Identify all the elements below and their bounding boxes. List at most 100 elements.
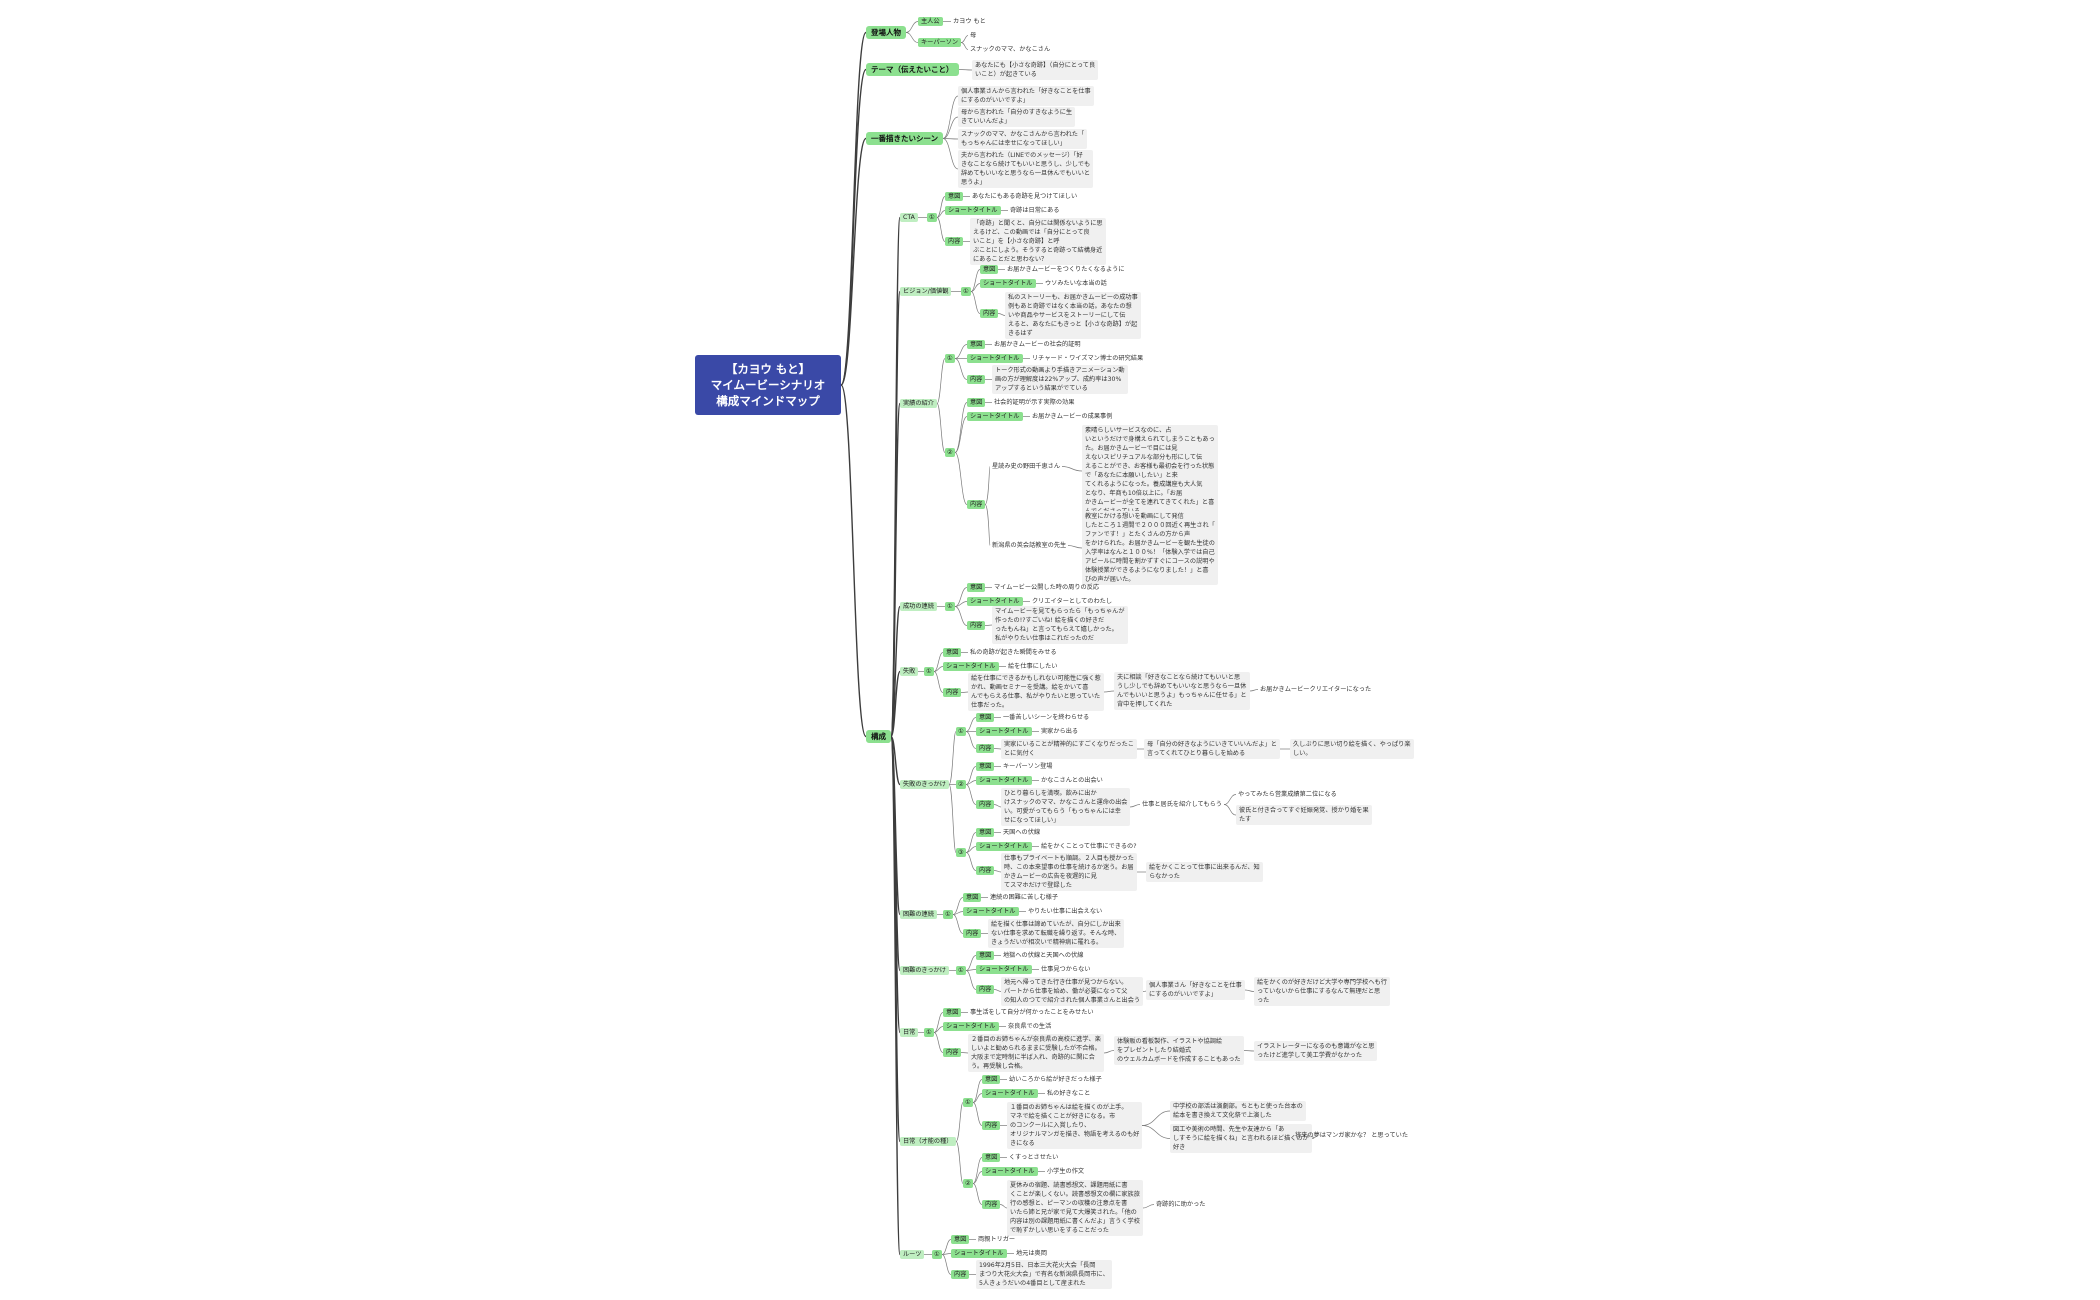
dn-n1-detail-2[interactable]: 図工や美術の時間、先生や友達から「あ しすそうに絵を描くね」と言われるほど描くの… (1170, 1124, 1312, 1153)
hardship-content[interactable]: 絵を描く仕事は諦めていたが、自分にしか出来 ない仕事を求めて転職を繰り返す。そん… (988, 919, 1124, 948)
success-content-label[interactable]: 内容 (967, 621, 986, 630)
success-short-title[interactable]: クリエイターとしてのわたし (1032, 598, 1113, 605)
branch-characters[interactable]: 登場人物 (866, 26, 906, 39)
ft-n1-content-label[interactable]: 内容 (976, 744, 995, 753)
ht-short-title-label[interactable]: ショートタイトル (976, 965, 1032, 974)
hardship-short-title[interactable]: やりたい仕事に出会えない (1028, 908, 1103, 915)
branch-theme[interactable]: テーマ（伝えたいこと） (866, 63, 959, 76)
vision-short-title[interactable]: ウソみたいな本当の話 (1045, 280, 1107, 287)
ft-n3-meaning[interactable]: 天国への伏線 (1003, 829, 1041, 836)
results-n2-num[interactable]: ② (945, 448, 955, 457)
roots-meaning[interactable]: 両親トリガー (978, 1236, 1016, 1243)
results-n1-short-title-label[interactable]: ショートタイトル (967, 354, 1023, 363)
ft-n1-meaning-label[interactable]: 意図 (976, 713, 995, 722)
dn-n1-num[interactable]: ① (963, 1098, 973, 1107)
success-meaning-label[interactable]: 意図 (967, 583, 986, 592)
dn-n1-meaning-label[interactable]: 意図 (982, 1075, 1001, 1084)
results-case1-text[interactable]: 素晴らしいサービスなのに、占 いというだけで身構えられてしまうこともあっ た。お… (1082, 425, 1218, 517)
ft-n2-result-2[interactable]: 彼氏と付き合ってすぐ妊娠発覚、授かり婚を果 たす (1236, 805, 1372, 825)
ht-meaning-label[interactable]: 意図 (976, 951, 995, 960)
results-n2-meaning-label[interactable]: 意図 (967, 398, 986, 407)
failure-result[interactable]: お届かきムービークリエイターになった (1260, 686, 1372, 693)
roots-label[interactable]: ルーツ (900, 1250, 925, 1259)
daily-detail[interactable]: 体験販の看板製作、イラストや協調絵 をプレゼントしたり結婚式 のウェルカムボード… (1114, 1036, 1244, 1065)
protagonist-value[interactable]: カヨウ もと (953, 18, 986, 25)
dn-n2-meaning-label[interactable]: 意図 (982, 1153, 1001, 1162)
branch-structure[interactable]: 構成 (866, 730, 891, 743)
ft-n3-num[interactable]: ③ (956, 848, 966, 857)
vision-meaning[interactable]: お届かきムービーをつくりたくなるように (1007, 266, 1125, 273)
ft-n2-detail[interactable]: 仕事と居氏を紹介してもらう (1142, 801, 1222, 808)
failure-content-label[interactable]: 内容 (943, 688, 962, 697)
daily-label[interactable]: 日常 (900, 1028, 919, 1037)
dn-n2-content[interactable]: 夏休みの宿題、読書感想文、課題用紙に書 くことが楽しくない。読書感想文の欄に家族… (1007, 1180, 1143, 1236)
dn-n2-detail[interactable]: 奇跡的に助かった (1156, 1201, 1206, 1208)
vision-short-title-label[interactable]: ショートタイトル (980, 279, 1036, 288)
dn-n1-result[interactable]: 将来の夢はマンガ家かな？ と思っていた (1295, 1132, 1409, 1139)
failure-content[interactable]: 絵を仕事にできるかもしれない可能性に強く惹 かれ、動画セミナーを受講。絵をかいて… (968, 673, 1104, 711)
ht-short-title[interactable]: 仕事見つからない (1041, 966, 1091, 973)
hardship-num[interactable]: ① (943, 910, 953, 919)
vision-content-label[interactable]: 内容 (980, 309, 999, 318)
results-n1-content[interactable]: トーク形式の動画より手描きアニメーション動 画の方が理解度は22%アップ、成約率… (992, 365, 1128, 394)
success-short-title-label[interactable]: ショートタイトル (967, 597, 1023, 606)
results-case2-text[interactable]: 教室にかける想いを動画にして発信 したところ１週間で２０００回近く再生され「 フ… (1082, 511, 1218, 585)
roots-content-label[interactable]: 内容 (951, 1270, 970, 1279)
scene-2[interactable]: 母から言われた「自分のすきなように生 きていいんだよ」 (958, 107, 1076, 127)
ft-n2-short-title[interactable]: かなこさんとの出会い (1041, 777, 1103, 784)
results-n1-short-title[interactable]: リチャード・ワイズマン博士の研究結果 (1032, 355, 1144, 362)
theme-text[interactable]: あなたにも【小さな奇跡】（自分にとって良 いこと）が起きている (972, 60, 1099, 80)
hardship-meaning[interactable]: 連続の困難に苦しむ様子 (990, 894, 1059, 901)
results-label[interactable]: 実績の紹介 (900, 399, 937, 408)
ft-n1-num[interactable]: ① (956, 727, 966, 736)
dn-n2-short-title-label[interactable]: ショートタイトル (982, 1167, 1038, 1176)
results-n1-meaning-label[interactable]: 意図 (967, 340, 986, 349)
ft-n1-short-title[interactable]: 実家から出る (1041, 728, 1079, 735)
ft-n2-num[interactable]: ② (956, 780, 966, 789)
dn-n1-content-label[interactable]: 内容 (982, 1121, 1001, 1130)
hardship-meaning-label[interactable]: 意図 (963, 893, 982, 902)
ft-n1-meaning[interactable]: 一番苦しいシーンを終わらせる (1003, 714, 1090, 721)
ft-n3-detail[interactable]: 絵をかくことって仕事に出来るんだ、知 らなかった (1146, 862, 1263, 882)
failure-detail[interactable]: 夫に相談「好きなことなら続けてもいいと思 うし少しでも辞めてもいいなと思うなら一… (1114, 672, 1250, 710)
scene-3[interactable]: スナックのママ、かなこさんから言われた「 もっちゃんには幸せになってほしい」 (958, 129, 1088, 149)
ft-n3-short-title-label[interactable]: ショートタイトル (976, 842, 1032, 851)
dn-n1-short-title-label[interactable]: ショートタイトル (982, 1089, 1038, 1098)
results-n2-meaning[interactable]: 社会的証明が示す実際の効果 (994, 399, 1075, 406)
vision-meaning-label[interactable]: 意図 (980, 265, 999, 274)
ht-content[interactable]: 地元へ帰ってきた行き仕事が見つからない。 パートから仕事を始め、働が必要になって… (1001, 977, 1144, 1006)
ft-n1-short-title-label[interactable]: ショートタイトル (976, 727, 1032, 736)
results-case1-label[interactable]: 星読み史の野田千恵さん (992, 463, 1061, 470)
hardship-content-label[interactable]: 内容 (963, 929, 982, 938)
cta-label[interactable]: CTA (900, 213, 918, 222)
results-n2-short-title[interactable]: お届かきムービーの成果事例 (1032, 413, 1113, 420)
dn-n1-meaning[interactable]: 幼いころから絵が好きだった様子 (1009, 1076, 1102, 1083)
vision-num[interactable]: ① (961, 287, 971, 296)
keyperson-label[interactable]: キーパーソン (918, 38, 962, 47)
ht-content-label[interactable]: 内容 (976, 985, 995, 994)
branch-scenes[interactable]: 一番描きたいシーン (866, 132, 944, 145)
cta-meaning-label[interactable]: 意図 (945, 192, 964, 201)
results-n2-short-title-label[interactable]: ショートタイトル (967, 412, 1023, 421)
failure-short-title[interactable]: 絵を仕事にしたい (1008, 663, 1058, 670)
ft-n1-content[interactable]: 実家にいることが精神的にすごくなりだったこ とに気付く (1001, 739, 1137, 759)
ft-n2-content[interactable]: ひとり暮らしを満喫。飲みに出か けスナックのママ、かなこさんと運命の出会 い。可… (1001, 788, 1131, 826)
ft-n2-short-title-label[interactable]: ショートタイトル (976, 776, 1032, 785)
ht-result[interactable]: 絵をかくのが好きだけど大学や専門学校へも行 っていないから仕事にするなんて無理だ… (1254, 977, 1390, 1006)
roots-meaning-label[interactable]: 意図 (951, 1235, 970, 1244)
dn-n2-short-title[interactable]: 小学生の作文 (1047, 1168, 1085, 1175)
daily-result[interactable]: イラストレーターになるのも意識がなと思 ったけど進学して美工学費がなかった (1254, 1041, 1378, 1061)
daily-short-title-label[interactable]: ショートタイトル (943, 1022, 999, 1031)
dn-n1-content[interactable]: １番目のお姉ちゃんは絵を描くのが上手。 マネで絵を描くことが好きになる。市 のコ… (1007, 1102, 1143, 1149)
dn-n1-short-title[interactable]: 私の好きなこと (1047, 1090, 1091, 1097)
daily-meaning[interactable]: 事生活をして自分が何かったことをみせたい (970, 1009, 1094, 1016)
results-n2-content-label[interactable]: 内容 (967, 500, 986, 509)
roots-content[interactable]: 1996年2月5日、日本三大花火大会「長岡 まつり大花火大会」で有名な新潟県長岡… (976, 1260, 1112, 1289)
ft-n3-short-title[interactable]: 絵をかくことって仕事にできるの? (1041, 843, 1137, 850)
roots-num[interactable]: ① (932, 1250, 942, 1259)
roots-short-title[interactable]: 地元は奥岡 (1016, 1250, 1047, 1257)
vision-label[interactable]: ビジョン/価値観 (900, 287, 952, 296)
ht-meaning[interactable]: 地獄への伏線と天国への伏線 (1003, 952, 1084, 959)
cta-short-title-label[interactable]: ショートタイトル (945, 206, 1001, 215)
daily-natural-label[interactable]: 日常（才能の種） (900, 1137, 956, 1146)
